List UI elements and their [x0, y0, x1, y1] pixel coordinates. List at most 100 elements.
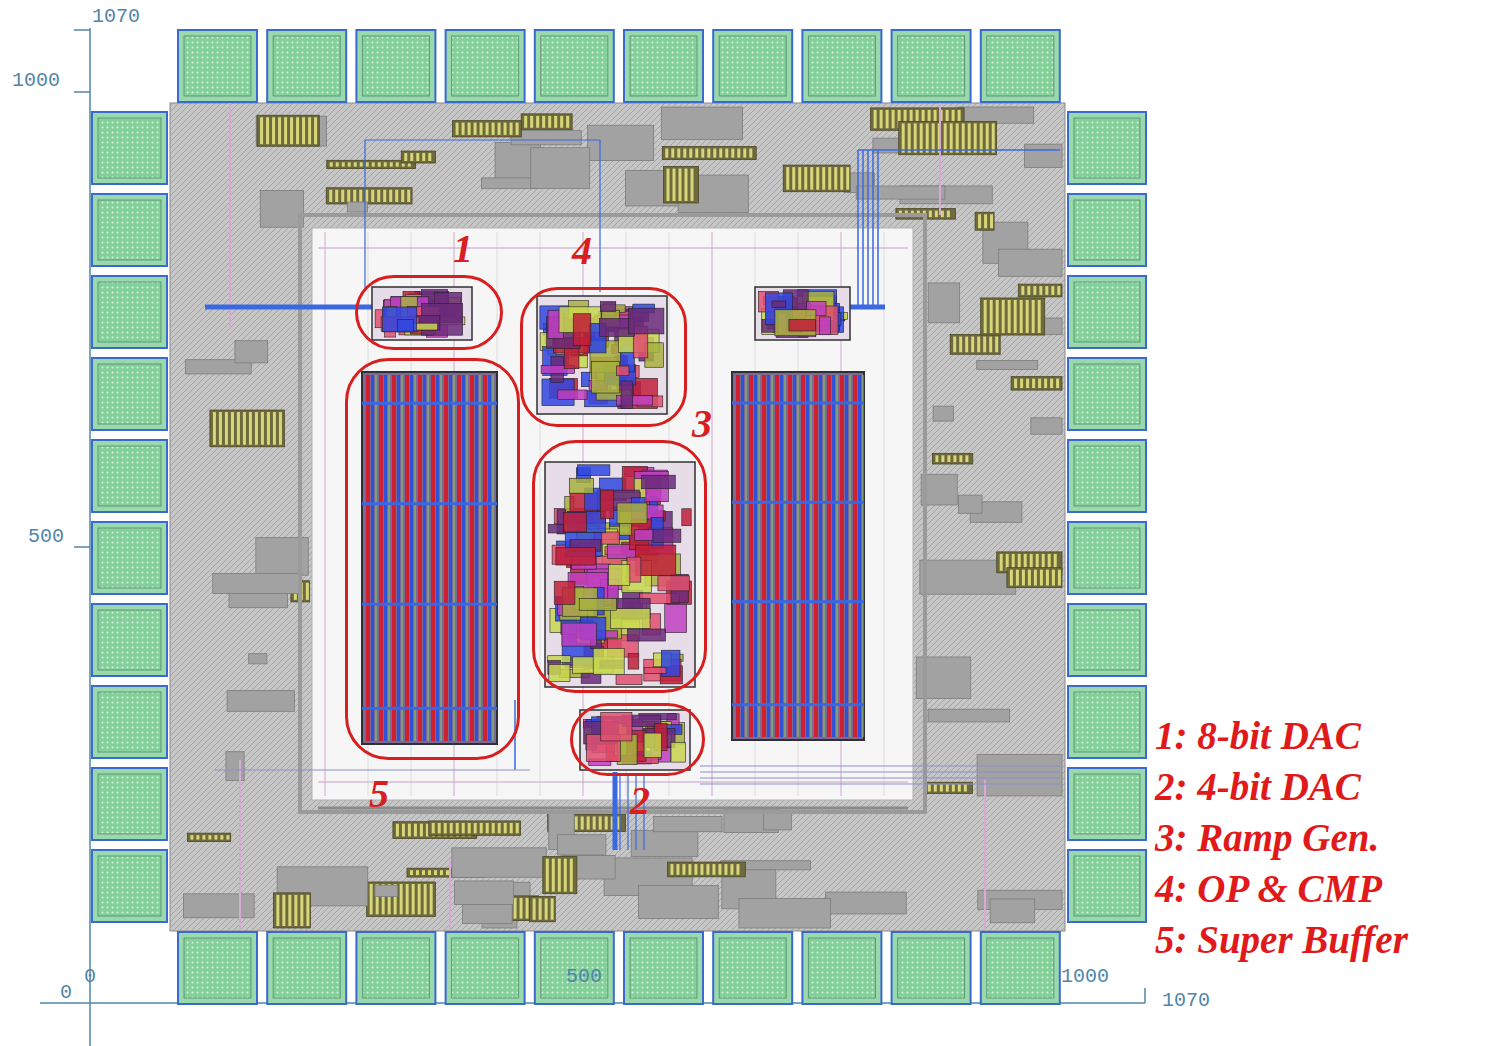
transistor: [577, 465, 610, 476]
wire: [619, 776, 620, 850]
pad-opening: [1074, 200, 1140, 260]
buffer-finger: [793, 375, 796, 737]
buffer-finger: [441, 375, 442, 741]
block-outline: [580, 710, 690, 770]
transistor: [644, 733, 661, 757]
cell-stripe: [1002, 300, 1005, 333]
pad-opening: [1074, 446, 1140, 506]
cell-stripe: [428, 870, 431, 875]
cell-stripe: [840, 167, 843, 190]
transistor: [600, 302, 615, 312]
buffer-finger: [454, 375, 455, 741]
io-cell: [453, 121, 522, 137]
buffer-finger: [746, 375, 747, 737]
cell-stripe: [279, 412, 282, 445]
cell-stripe: [978, 214, 981, 228]
buffer-finger: [741, 375, 744, 737]
cell-stripe: [965, 337, 968, 353]
cell-stripe: [468, 823, 471, 833]
cell-stripe: [940, 784, 943, 791]
wire: [700, 778, 1060, 779]
cell-stripe: [533, 898, 536, 919]
cell-stripe: [671, 149, 674, 158]
cell-stripe: [486, 823, 489, 833]
wire: [857, 150, 859, 305]
cell-stripe: [932, 123, 935, 152]
outline-shape: [355, 275, 503, 350]
block-key: 4: OP & CMP: [1155, 869, 1382, 908]
cell-stripe: [700, 864, 703, 875]
transistor: [644, 667, 666, 673]
axis-value: 500: [28, 527, 64, 547]
block-key: 2: 4-bit DAC: [1155, 767, 1361, 806]
cell-stripe: [1058, 570, 1061, 586]
cell-stripe: [296, 117, 299, 144]
wire: [712, 232, 713, 796]
metal-block: [184, 894, 255, 918]
wire: [365, 139, 600, 140]
metal-block: [999, 249, 1062, 276]
cell-stripe: [444, 823, 447, 833]
transistor: [658, 576, 689, 591]
cell-stripe: [554, 116, 557, 128]
callout-ring: [534, 442, 706, 692]
axis-tick: [74, 91, 90, 93]
cell-stripe: [424, 884, 427, 914]
callout-number: 3: [690, 404, 714, 444]
metal-block: [977, 361, 1038, 370]
metal-block: [958, 495, 982, 513]
transistor: [579, 598, 616, 610]
op-cmp: [537, 296, 667, 414]
cell-stripe: [971, 337, 974, 353]
pad-opening: [273, 36, 340, 96]
buffer-finger: [389, 375, 390, 741]
buffer-finger: [480, 375, 481, 741]
transistor: [581, 372, 590, 387]
cell-stripe: [564, 859, 567, 892]
cell-stripe: [962, 123, 965, 152]
transistor: [573, 314, 591, 346]
inner-area: [312, 228, 913, 800]
buffer-finger: [371, 375, 374, 741]
cell-stripe: [934, 784, 937, 791]
pad-opening: [898, 36, 965, 96]
bond-pad: [92, 194, 167, 266]
pad-opening: [541, 938, 608, 998]
cell-stripe: [267, 412, 270, 445]
cell-stripe: [396, 162, 399, 166]
cell-stripe: [986, 123, 989, 152]
transistor: [593, 648, 624, 674]
wire: [239, 760, 241, 930]
cell-stripe: [474, 123, 477, 135]
axis-value: 1070: [92, 7, 140, 27]
pad-opening: [184, 36, 251, 96]
cell-stripe: [404, 153, 407, 161]
bond-pad: [1068, 686, 1146, 758]
cell-stripe: [968, 123, 971, 152]
cell-stripe: [548, 116, 551, 128]
buffer-finger: [801, 375, 805, 737]
cell-stripe: [990, 214, 993, 228]
buffer-finger: [410, 375, 413, 741]
callout-ring: [357, 277, 502, 349]
chip-core: [170, 103, 1065, 931]
cell-stripe: [947, 455, 950, 462]
core-area: [170, 103, 1065, 931]
cell-stripe: [587, 816, 590, 829]
transistor: [610, 609, 650, 629]
super-buffer: [362, 372, 497, 744]
cell-stripe: [724, 864, 727, 875]
cell-stripe: [560, 116, 563, 128]
cell-stripe: [492, 123, 495, 135]
io-cell: [401, 151, 435, 163]
metal-block: [631, 830, 698, 856]
metal-block: [249, 654, 267, 664]
cell-stripe: [462, 823, 465, 833]
cell-stripe: [689, 149, 692, 158]
cell-stripe: [902, 123, 905, 152]
cell-stripe: [1039, 286, 1042, 295]
cell-stripe: [272, 117, 275, 144]
buffer-finger: [832, 375, 835, 737]
cell-stripe: [690, 169, 693, 201]
cell-stripe: [914, 123, 917, 152]
